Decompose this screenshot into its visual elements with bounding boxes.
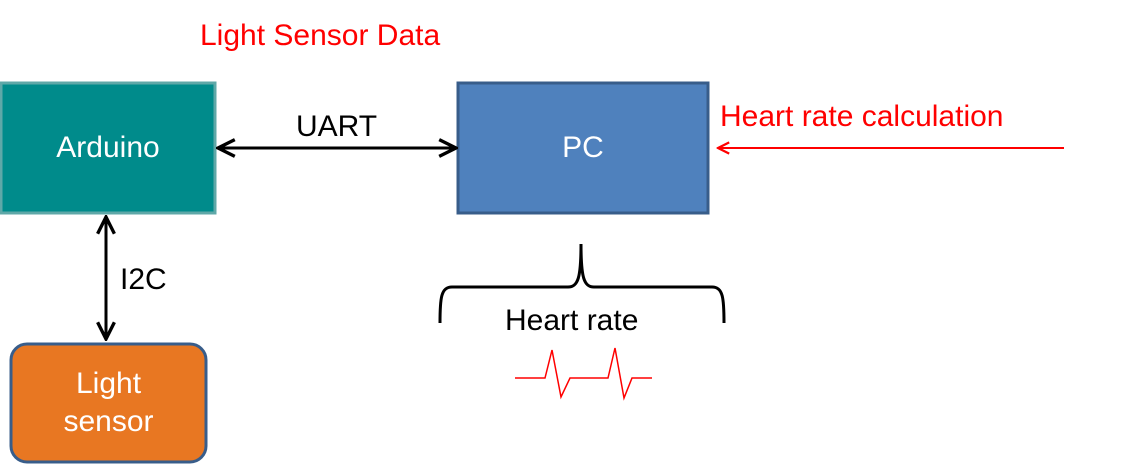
curly-brace [438,243,726,324]
light-sensor-node: Light sensor [11,344,206,462]
heart-rate-calculation-label: Heart rate calculation [720,100,1004,133]
arduino-label: Arduino [56,131,160,164]
light-sensor-label-line1: Light [75,367,142,400]
pc-box-shape [456,81,710,215]
light-sensor-box-shape [9,342,208,464]
diagram-title: Light Sensor Data [200,19,441,52]
uart-label: UART [296,110,378,143]
pc-node: PC [458,83,708,213]
light-sensor-label-line2: sensor [63,405,154,438]
heartbeat-waveform-icon [515,347,652,401]
arduino-node: Arduino [1,83,215,213]
i2c-label: I2C [120,263,167,296]
pc-label: PC [562,131,604,164]
heart-rate-label: Heart rate [505,304,639,337]
arduino-box-shape [0,81,217,215]
